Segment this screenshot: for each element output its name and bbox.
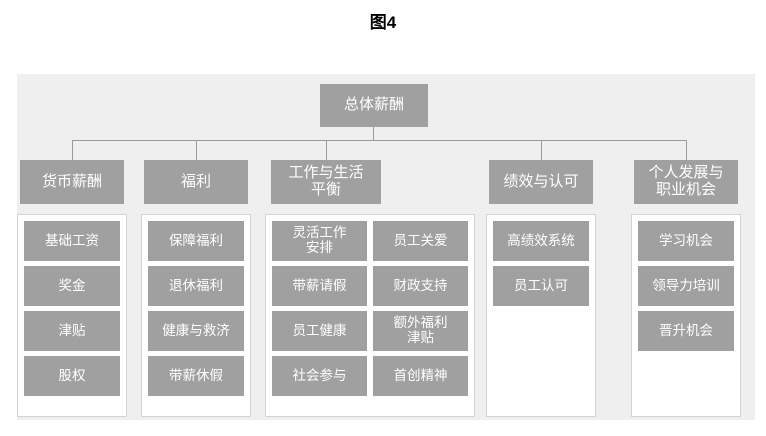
leaf-node[interactable]: 高绩效系统 <box>493 221 589 261</box>
leaf-group-personal-development: 学习机会 领导力培训 晋升机会 <box>631 214 741 417</box>
connector-root-stem <box>373 127 374 140</box>
leaf-node[interactable]: 奖金 <box>24 266 120 306</box>
leaf-node[interactable]: 额外福利 津贴 <box>373 311 468 351</box>
leaf-node[interactable]: 员工关爱 <box>373 221 468 261</box>
figure-title: 图4 <box>369 13 397 32</box>
leaf-node[interactable]: 健康与救济 <box>148 311 244 351</box>
leaf-column: 灵活工作 安排 带薪请假 员工健康 社会参与 <box>272 221 367 410</box>
leaf-column: 学习机会 领导力培训 晋升机会 <box>638 221 734 410</box>
leaf-node[interactable]: 保障福利 <box>148 221 244 261</box>
leaf-column: 保障福利 退休福利 健康与救济 带薪休假 <box>148 221 244 410</box>
connector-stub-branch-1 <box>196 140 197 160</box>
leaf-group-performance-recognition: 高绩效系统 员工认可 <box>486 214 596 417</box>
leaf-column-spacer <box>493 311 589 410</box>
leaf-node[interactable]: 首创精神 <box>373 356 468 396</box>
leaf-node[interactable]: 晋升机会 <box>638 311 734 351</box>
connector-horizontal-bar <box>72 140 686 141</box>
leaf-node[interactable]: 基础工资 <box>24 221 120 261</box>
leaf-node[interactable]: 灵活工作 安排 <box>272 221 367 261</box>
root-node-total-compensation[interactable]: 总体薪酬 <box>320 84 428 127</box>
leaf-node[interactable]: 员工健康 <box>272 311 367 351</box>
leaf-column: 基础工资 奖金 津贴 股权 <box>24 221 120 410</box>
branch-node-performance-recognition[interactable]: 绩效与认可 <box>489 160 593 204</box>
leaf-node[interactable]: 学习机会 <box>638 221 734 261</box>
leaf-column-spacer <box>638 356 734 410</box>
leaf-node[interactable]: 带薪休假 <box>148 356 244 396</box>
connector-stub-branch-4 <box>686 140 687 160</box>
org-chart-panel: 总体薪酬 货币薪酬 福利 工作与生活 平衡 绩效与认可 个人发展与 职业机会 基… <box>17 74 755 420</box>
branch-node-work-life-balance[interactable]: 工作与生活 平衡 <box>271 160 381 204</box>
leaf-node[interactable]: 财政支持 <box>373 266 468 306</box>
leaf-node[interactable]: 社会参与 <box>272 356 367 396</box>
leaf-column: 员工关爱 财政支持 额外福利 津贴 首创精神 <box>373 221 468 410</box>
leaf-node[interactable]: 领导力培训 <box>638 266 734 306</box>
branch-node-monetary-compensation[interactable]: 货币薪酬 <box>20 160 124 204</box>
connector-stub-branch-2 <box>326 140 327 160</box>
leaf-node[interactable]: 股权 <box>24 356 120 396</box>
connector-stub-branch-3 <box>541 140 542 160</box>
leaf-group-benefits: 保障福利 退休福利 健康与救济 带薪休假 <box>141 214 251 417</box>
leaf-node[interactable]: 带薪请假 <box>272 266 367 306</box>
branch-node-personal-development[interactable]: 个人发展与 职业机会 <box>634 160 738 204</box>
leaf-node[interactable]: 员工认可 <box>493 266 589 306</box>
leaf-node[interactable]: 退休福利 <box>148 266 244 306</box>
connector-stub-branch-0 <box>72 140 73 160</box>
branch-node-benefits[interactable]: 福利 <box>144 160 248 204</box>
leaf-node[interactable]: 津贴 <box>24 311 120 351</box>
leaf-group-work-life-balance: 灵活工作 安排 带薪请假 员工健康 社会参与 员工关爱 财政支持 额外福利 津贴… <box>265 214 475 417</box>
leaf-group-monetary-compensation: 基础工资 奖金 津贴 股权 <box>17 214 127 417</box>
leaf-column: 高绩效系统 员工认可 <box>493 221 589 410</box>
